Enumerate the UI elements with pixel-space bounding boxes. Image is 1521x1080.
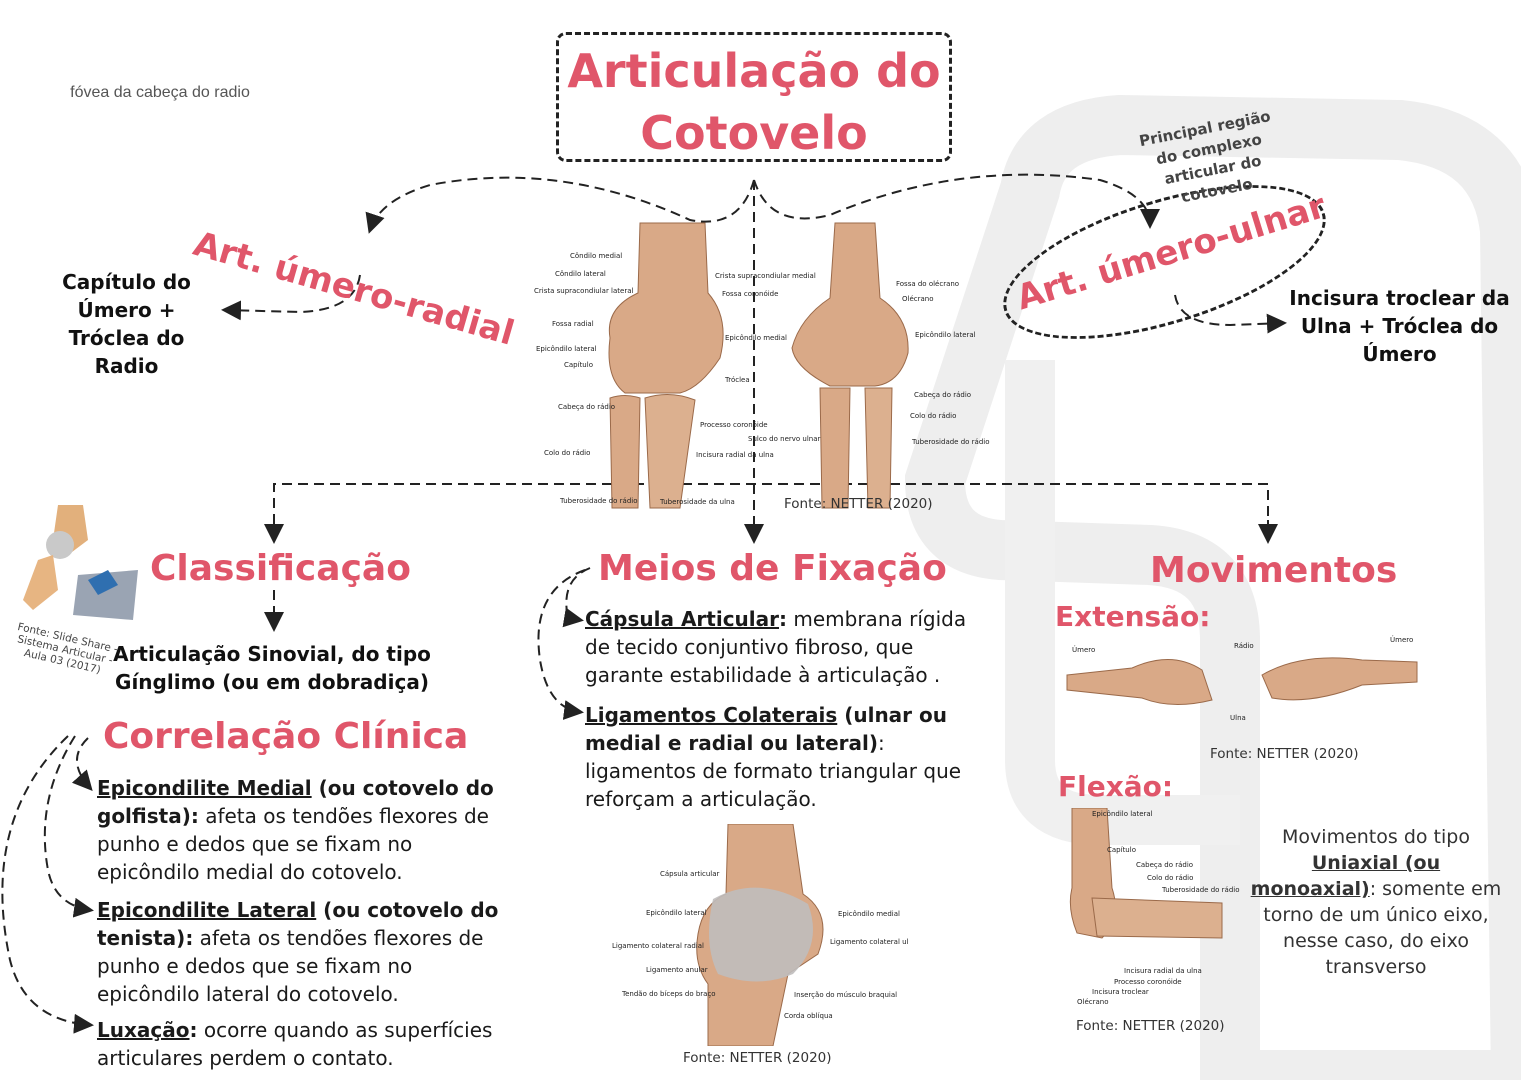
- label-condilo-lateral: Côndilo lateral: [555, 270, 606, 278]
- meios-term-1: Cápsula Articular: [585, 607, 780, 631]
- source-caption-flexion: Fonte: NETTER (2020): [1076, 1018, 1225, 1034]
- correlacao-text-2: afeta os tendões flexores de punho e ded…: [97, 926, 484, 1006]
- movimentos-heading: Movimentos: [1150, 550, 1398, 591]
- extension-illustration: Úmero Rádio Úmero Ulna: [1066, 635, 1418, 722]
- correlacao-text-1: afeta os tendões flexores de punho e ded…: [97, 804, 489, 884]
- meios-term-rest-2: (ulnar ou medial e radial ou lateral): [585, 703, 947, 755]
- label-umero-ext-2: Úmero: [1390, 635, 1413, 644]
- label-fossa-olecrano: Fossa do olécrano: [896, 280, 959, 288]
- title-line-2: Cotovelo: [640, 106, 868, 160]
- label-incisura-troclear-flex: Incisura troclear: [1092, 988, 1149, 996]
- label-epicondilo-lateral-lig: Epicôndilo lateral: [646, 909, 707, 917]
- label-processo-coronoide: Processo coronóide: [700, 421, 768, 429]
- label-olecrano-flex: Olécrano: [1077, 998, 1109, 1006]
- art-umero-radial-description: Capítulo do Úmero + Tróclea do Radio: [62, 270, 191, 378]
- label-lig-anular: Ligamento anular: [646, 966, 708, 974]
- title-box: [556, 32, 952, 162]
- label-capitulo-flex: Capítulo: [1107, 846, 1136, 854]
- label-tuberosidade-radio-flex: Tuberosidade do rádio: [1161, 886, 1240, 894]
- label-lig-colateral-radial: Ligamento colateral radial: [612, 942, 704, 950]
- label-epicondilo-lateral: Epicôndilo lateral: [536, 345, 597, 353]
- label-capsula-articular: Cápsula articular: [660, 870, 720, 878]
- label-tuberosidade-radio: Tuberosidade do rádio: [559, 497, 638, 505]
- page-title: Articulação do Cotovelo: [556, 40, 952, 164]
- label-ulna-ext: Ulna: [1230, 714, 1246, 722]
- label-capitulo: Capítulo: [564, 361, 593, 369]
- label-colo-radio: Colo do rádio: [544, 449, 590, 457]
- meios-heading: Meios de Fixação: [598, 548, 947, 589]
- movimentos-tipo-term: Uniaxial (ou monoaxial): [1250, 852, 1441, 900]
- label-tuberosidade-radio-post: Tuberosidade do rádio: [911, 438, 990, 446]
- source-caption-extension: Fonte: NETTER (2020): [1210, 746, 1359, 762]
- label-lig-colateral-ulnar: Ligamento colateral ulnar: [830, 938, 908, 946]
- label-sulco-nervo-ulnar: Sulco do nervo ulnar: [748, 435, 821, 443]
- label-colo-radio-flex: Colo do rádio: [1147, 874, 1193, 882]
- correlacao-text-3: ocorre quando as superfícies articulares…: [97, 1018, 493, 1070]
- correlacao-term-rest-3: :: [189, 1018, 198, 1042]
- meios-term-2: Ligamentos Colaterais: [585, 703, 838, 727]
- side-note: fóvea da cabeça do radio: [70, 84, 250, 101]
- label-crista-medial: Crista supracondiular medial: [715, 272, 816, 280]
- correlacao-term-3: Luxação: [97, 1018, 190, 1042]
- movimentos-tipo-prefix: Movimentos do tipo: [1282, 826, 1470, 848]
- label-fossa-coronoide: Fossa coronóide: [722, 290, 778, 298]
- flexao-label: Flexão:: [1058, 770, 1174, 803]
- label-insercao-braquial: Inserção do músculo braquial: [794, 991, 897, 999]
- label-tuberosidade-ulna: Tuberosidade da ulna: [659, 498, 735, 506]
- correlacao-item-3: Luxação: ocorre quando as superfícies ar…: [97, 1016, 517, 1072]
- ligaments-illustration: Cápsula articular Epicôndilo lateral Lig…: [612, 824, 908, 1046]
- elbow-joint-model-image: [23, 505, 138, 620]
- correlacao-term-rest-2: (ou cotovelo do tenista):: [97, 898, 499, 950]
- label-epicondilo-medial-lig: Epicôndilo medial: [838, 910, 900, 918]
- label-epicondilo-lateral-post: Epicôndilo lateral: [915, 331, 976, 339]
- label-cabeca-radio: Cabeça do rádio: [558, 403, 615, 411]
- label-radio-ext: Rádio: [1234, 642, 1254, 650]
- posterior-view: [791, 222, 909, 509]
- label-colo-radio-post: Colo do rádio: [910, 412, 956, 420]
- meios-item-1: Cápsula Articular: membrana rígida de te…: [585, 605, 985, 689]
- label-processo-coronoide-flex: Processo coronóide: [1114, 978, 1182, 986]
- label-incisura-radial-flex: Incisura radial da ulna: [1124, 967, 1202, 975]
- correlacao-term-2: Epicondilite Lateral: [97, 898, 317, 922]
- source-caption-ligaments: Fonte: NETTER (2020): [683, 1050, 832, 1066]
- correlacao-term-rest-1: (ou cotovelo do golfista):: [97, 776, 494, 828]
- title-line-1: Articulação do: [567, 44, 941, 98]
- label-condilo-medial: Côndilo medial: [570, 252, 622, 260]
- meios-item-2: Ligamentos Colaterais (ulnar ou medial e…: [585, 701, 990, 813]
- label-fossa-radial: Fossa radial: [552, 320, 594, 328]
- movimentos-tipo-text: Movimentos do tipo Uniaxial (ou monoaxia…: [1246, 824, 1506, 980]
- meios-term-rest-1: :: [779, 607, 788, 631]
- source-caption-anatomy: Fonte: NETTER (2020): [784, 496, 933, 512]
- extensao-label: Extensão:: [1055, 600, 1211, 633]
- correlacao-item-2: Epicondilite Lateral (ou cotovelo do ten…: [97, 896, 517, 1008]
- classificacao-heading: Classificação: [150, 548, 411, 589]
- classificacao-text: Articulação Sinovial, do tipo Gínglimo (…: [113, 642, 431, 694]
- label-incisura-radial: Incisura radial da ulna: [696, 451, 774, 459]
- label-tendao-biceps: Tendão do bíceps do braço: [621, 990, 716, 998]
- meios-text-2: : ligamentos de formato triangular que r…: [585, 731, 962, 811]
- flexion-illustration: Epicôndilo lateral Capítulo Cabeça do rá…: [1069, 808, 1240, 1006]
- label-umero-ext-1: Úmero: [1072, 645, 1095, 654]
- correlacao-heading: Correlação Clínica: [103, 716, 469, 757]
- label-crista-lateral: Crista supracondiular lateral: [534, 287, 633, 295]
- anterior-view: [608, 222, 724, 509]
- correlacao-item-1: Epicondilite Medial (ou cotovelo do golf…: [97, 774, 517, 886]
- correlacao-term-1: Epicondilite Medial: [97, 776, 312, 800]
- elbow-anatomy-illustration: Côndilo medial Côndilo lateral Crista su…: [534, 222, 990, 509]
- label-epicondilo-lateral-flex: Epicôndilo lateral: [1092, 810, 1153, 818]
- label-cabeca-radio-flex: Cabeça do rádio: [1136, 861, 1193, 869]
- art-umero-ulnar-description: Incisura troclear da Ulna + Tróclea do Ú…: [1289, 286, 1510, 366]
- label-corda-obliqua: Corda oblíqua: [784, 1012, 833, 1020]
- meios-text-1: membrana rígida de tecido conjuntivo fib…: [585, 607, 967, 687]
- label-cabeca-radio-post: Cabeça do rádio: [914, 391, 971, 399]
- label-troclea: Tróclea: [724, 376, 750, 384]
- label-epicondilo-medial: Epicôndilo medial: [725, 334, 787, 342]
- movimentos-tipo-desc: : somente em torno de um único eixo, nes…: [1263, 878, 1502, 978]
- label-olecrano: Olécrano: [902, 295, 934, 303]
